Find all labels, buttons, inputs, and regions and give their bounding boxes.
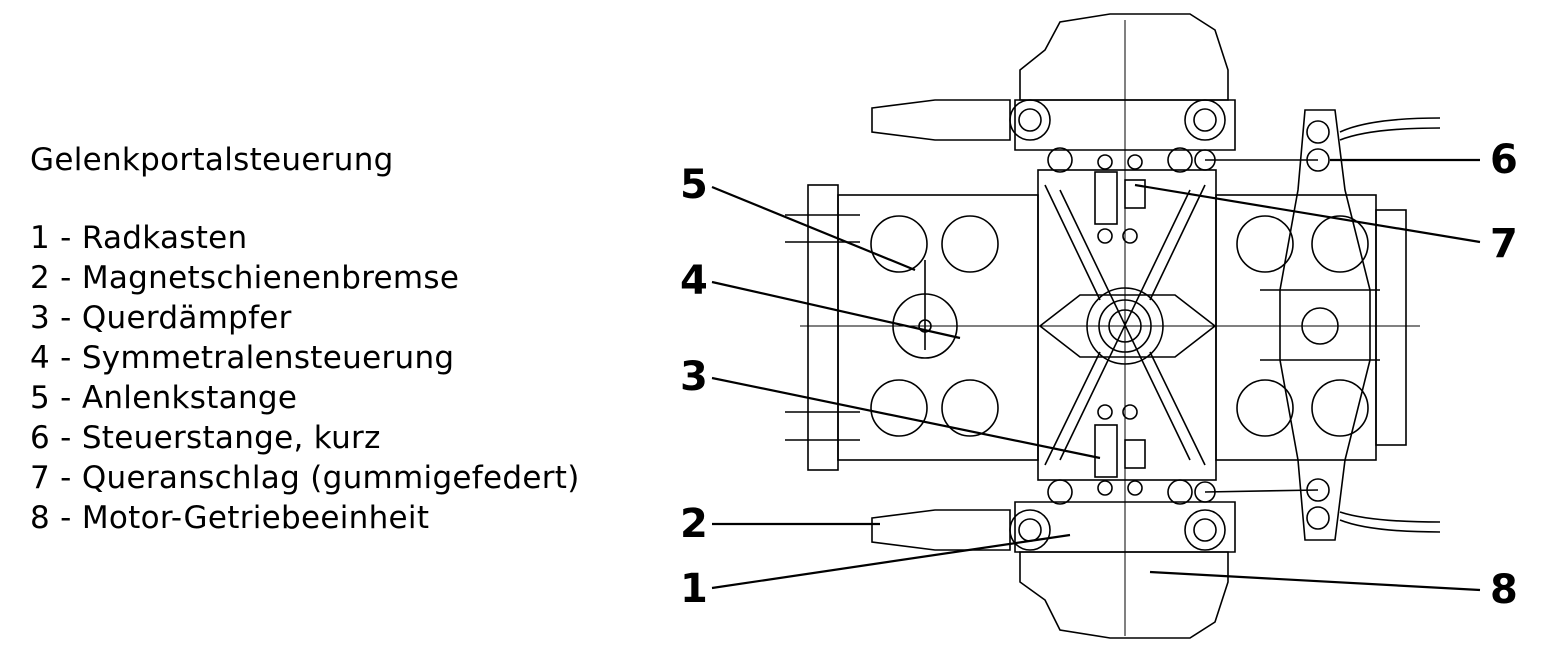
legend-item: 6 - Steuerstange, kurz xyxy=(30,420,381,456)
wheel-circle xyxy=(1311,215,1369,273)
legend-item: 3 - Querdämpfer xyxy=(30,300,292,336)
lower-brake-shoe xyxy=(871,509,1011,551)
symmetral-pivot xyxy=(918,319,932,333)
legend-list: 1 - Radkasten 2 - Magnetschienenbremse 3… xyxy=(30,218,680,538)
callout-2: 2 xyxy=(680,501,708,547)
legend-item: 5 - Anlenkstange xyxy=(30,380,298,416)
lower-right-bearing xyxy=(1184,509,1226,551)
legend-title: Gelenkportalsteuerung xyxy=(30,142,394,178)
leader-lines xyxy=(711,158,1481,592)
wheel-circle xyxy=(870,379,928,437)
leader-line-3 xyxy=(711,376,1101,460)
lower-left-bearing xyxy=(1009,509,1051,551)
legend: Gelenkportalsteuerung 1 - Radkasten 2 - … xyxy=(30,138,680,538)
callout-1: 1 xyxy=(680,566,708,612)
frame-right-end xyxy=(1375,209,1407,446)
callout-7: 7 xyxy=(1490,221,1518,267)
callout-8: 8 xyxy=(1490,567,1518,613)
leader-line-7 xyxy=(1134,183,1481,244)
upper-left-bearing xyxy=(1009,99,1051,141)
wheel-circle xyxy=(1311,379,1369,437)
right-pivot-circle xyxy=(1301,307,1339,345)
lower-damper xyxy=(1094,424,1118,478)
leader-line-4 xyxy=(711,280,961,340)
leader-line-5 xyxy=(711,185,916,272)
legend-item: 4 - Symmetralensteuerung xyxy=(30,340,455,376)
callout-5: 5 xyxy=(680,162,708,208)
lower-frame-block xyxy=(1014,501,1236,553)
legend-item: 8 - Motor-Getriebeeinheit xyxy=(30,500,430,536)
legend-item: 2 - Magnetschienenbremse xyxy=(30,260,460,296)
wheel-circle xyxy=(1236,379,1294,437)
center-pivot-outer xyxy=(1086,287,1164,365)
legend-item: 7 - Queranschlag (gummigefedert) xyxy=(30,460,580,496)
callout-4: 4 xyxy=(680,258,708,304)
bogie-drawing xyxy=(785,13,1441,639)
leader-line-1 xyxy=(711,533,1071,590)
frame-left-section xyxy=(837,194,1039,461)
right-steering-bar xyxy=(1279,109,1371,541)
wheel-circle xyxy=(1236,215,1294,273)
upper-damper xyxy=(1094,171,1118,225)
upper-motor-housing xyxy=(1019,13,1229,101)
callout-3: 3 xyxy=(680,354,708,400)
wheel-circle xyxy=(870,215,928,273)
center-pivot-plate xyxy=(1038,294,1217,358)
callout-6: 6 xyxy=(1490,137,1518,183)
center-pivot-inner xyxy=(1098,299,1152,353)
wheel-circle xyxy=(941,379,999,437)
legend-item: 1 - Radkasten xyxy=(30,220,248,256)
upper-brake-shoe xyxy=(871,99,1011,141)
leader-line-8 xyxy=(1149,570,1481,592)
wheel-circle xyxy=(941,215,999,273)
upper-right-bearing xyxy=(1184,99,1226,141)
lower-motor-housing xyxy=(1019,551,1229,639)
